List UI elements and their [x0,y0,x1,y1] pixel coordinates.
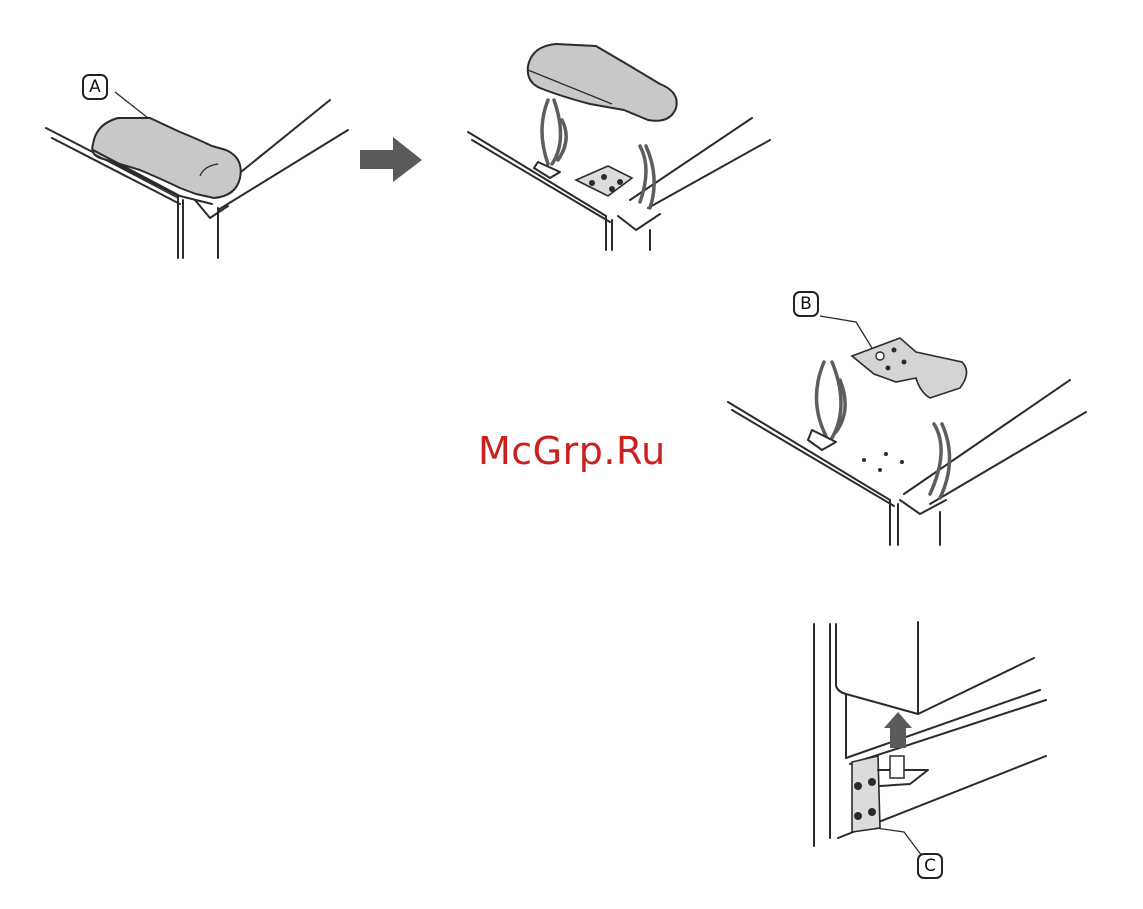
lower-hinge-icon [852,756,928,832]
hinge-bracket-icon [852,338,967,398]
step1-cabinet-top [46,92,348,258]
step3-bracket-removed [728,316,1086,545]
callout-b: B [793,291,819,317]
step2-cover-removed [468,44,770,250]
callout-c: C [917,853,943,879]
step4-lower-hinge [814,622,1046,856]
lifted-cover-icon [528,44,677,121]
watermark-text: McGrp.Ru [478,432,666,470]
callout-a: A [82,74,108,100]
right-arrow-icon [360,137,422,182]
hinge-plate-icon [534,162,632,196]
